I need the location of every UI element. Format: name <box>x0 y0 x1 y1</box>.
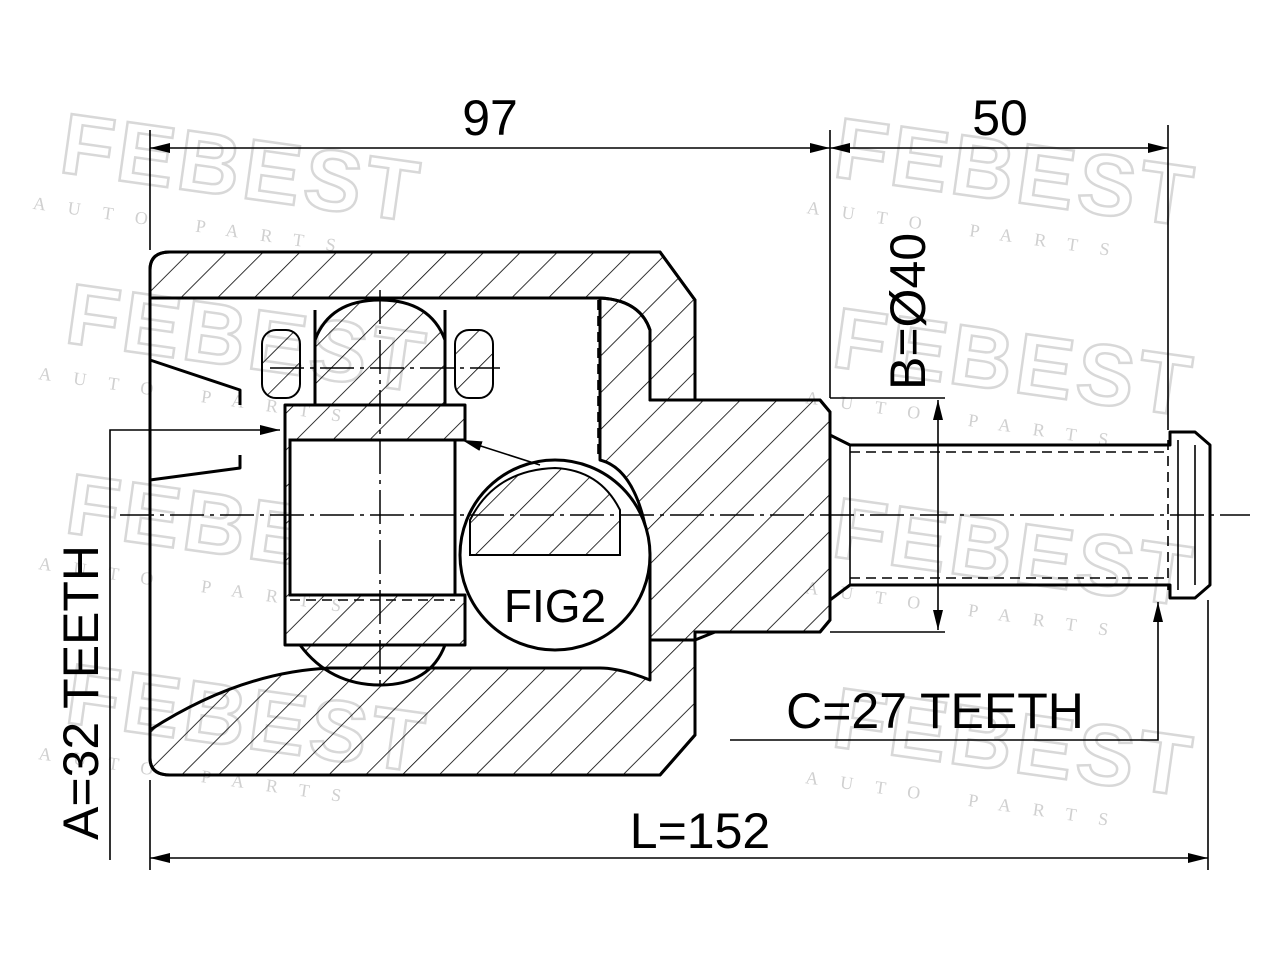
spider-assembly <box>261 298 652 687</box>
dim-label-a-teeth: A=32 TEETH <box>53 545 109 840</box>
housing-opening-top <box>149 358 242 405</box>
leader-fig2 <box>461 439 541 466</box>
dim-label-97: 97 <box>462 90 518 146</box>
spider-bore <box>288 438 457 597</box>
fig2-label: FIG2 <box>504 580 606 632</box>
center-lines <box>120 290 1250 690</box>
left-cap <box>261 329 301 399</box>
dim-label-diameter: B=Ø40 <box>880 233 936 390</box>
dimension-lines <box>109 125 1209 870</box>
housing-outline <box>148 250 832 777</box>
leader-a-teeth <box>109 425 280 860</box>
dimension-labels: 97 50 L=152 C=27 TEETH B=Ø40 A=32 TEETH … <box>53 90 1084 859</box>
lower-roller <box>298 643 447 687</box>
dim-label-c-teeth: C=27 TEETH <box>786 683 1084 739</box>
housing-opening-bottom <box>149 455 242 482</box>
joint-housing <box>148 250 832 777</box>
dim-label-152: L=152 <box>630 803 770 859</box>
fig2-hatched-area <box>469 466 621 556</box>
leader-c-teeth <box>730 602 1163 741</box>
right-cap <box>454 329 494 399</box>
dim-label-50: 50 <box>972 90 1028 146</box>
